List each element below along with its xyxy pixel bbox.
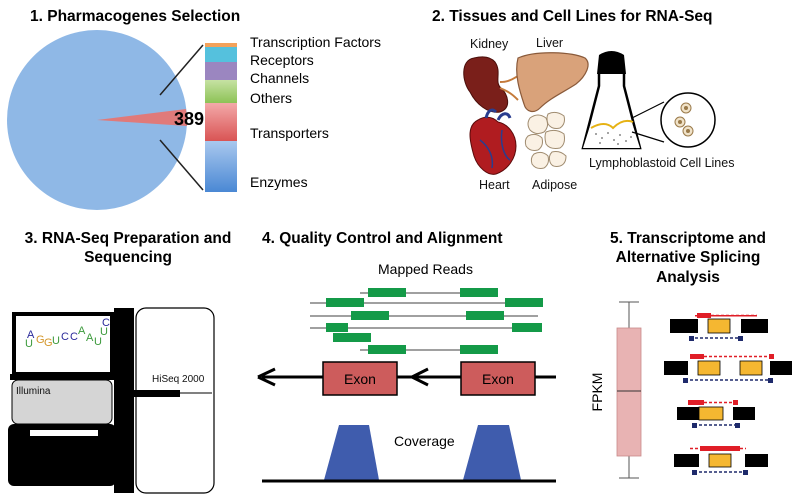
exon-label-1: Exon (344, 371, 376, 387)
read (460, 288, 498, 297)
svg-text:G: G (36, 334, 45, 346)
monitor-screen (12, 312, 114, 376)
splice-diagram-3 (677, 400, 755, 428)
svg-text:A: A (78, 325, 86, 337)
fpkm-boxplot (616, 301, 642, 479)
read (326, 298, 364, 307)
sequencer-base (8, 424, 116, 486)
panel5-title-line2: Alternative Splicing (616, 249, 761, 266)
bar-segment-others (205, 80, 237, 103)
arrow-left-icon (257, 367, 276, 387)
zoom-line-top (631, 101, 665, 119)
exon-box-2 (460, 361, 536, 396)
cell-lines-label: Lymphoblastoid Cell Lines (589, 156, 734, 170)
bar-segment-transcription-factors (205, 43, 237, 47)
liver-label: Liver (536, 36, 563, 50)
svg-text:A: A (27, 329, 35, 341)
svg-text:U: U (94, 336, 102, 348)
panel-tissues: 2. Tissues and Cell Lines for RNA-Seq Ki… (432, 8, 734, 192)
read (333, 333, 371, 342)
read (368, 288, 406, 297)
machine-label: HiSeq 2000 (152, 374, 205, 385)
bar-segment-receptors (205, 47, 237, 62)
read (466, 311, 504, 320)
read (505, 298, 543, 307)
svg-text:G: G (44, 337, 53, 349)
arrow-middle-icon (411, 367, 429, 387)
bar-segment-transporters (205, 103, 237, 141)
sequence-letters: U A G G U C C A A U U C (25, 317, 110, 350)
pie-chart (7, 30, 188, 210)
category-label-transporters: Transporters (250, 125, 329, 141)
category-label-receptors: Receptors (250, 52, 314, 68)
exon-label-2: Exon (482, 371, 514, 387)
read (326, 323, 348, 332)
adipose-label: Adipose (532, 178, 577, 192)
panel5-title-line1: 5. Transcriptome and (610, 230, 766, 247)
liver-icon (516, 52, 589, 113)
mapped-reads (310, 288, 543, 354)
gene-count: 389 (174, 109, 204, 129)
splice-diagram-2 (664, 354, 792, 383)
panel4-title: 4. Quality Control and Alignment (262, 230, 503, 247)
panel-pharmacogenes: 1. Pharmacogenes Selection 389 Transcrip… (7, 8, 381, 210)
category-label-channels: Channels (250, 70, 309, 86)
culture-flask-icon (581, 51, 642, 150)
svg-text:C: C (102, 317, 110, 329)
heart-icon (469, 108, 517, 175)
read (368, 345, 406, 354)
adipose-icon (524, 111, 567, 169)
exon-box-1 (322, 361, 398, 396)
svg-text:C: C (61, 331, 69, 343)
brand-label: Illumina (16, 386, 51, 397)
heart-label: Heart (479, 178, 510, 192)
kidney-icon (463, 56, 519, 113)
category-label-others: Others (250, 90, 292, 106)
sequencer-slot (30, 430, 98, 436)
panel1-title: 1. Pharmacogenes Selection (30, 8, 240, 25)
svg-text:A: A (86, 332, 94, 344)
svg-text:C: C (70, 331, 78, 343)
read (460, 345, 498, 354)
splice-diagram-1 (670, 313, 768, 341)
coverage-label: Coverage (394, 433, 455, 449)
bar-segment-channels (205, 62, 237, 80)
splice-diagram-4 (674, 446, 768, 475)
panel3-title-line1: 3. RNA-Seq Preparation and (25, 230, 232, 247)
connector-top (159, 44, 204, 96)
panel-sequencing: 3. RNA-Seq Preparation and Sequencing U … (8, 230, 232, 494)
hiseq-cabinet (135, 307, 215, 494)
hiseq-cable (132, 390, 180, 397)
sequencer-column (114, 308, 134, 493)
coverage-peak-1 (324, 425, 379, 480)
panel5-title-line3: Analysis (656, 269, 720, 286)
kidney-label: Kidney (470, 37, 509, 51)
zoom-line-bottom (631, 131, 665, 143)
pie-slice-pharmacogenes (97, 109, 188, 126)
bar-segment-enzymes (205, 141, 237, 192)
stacked-bar (205, 43, 237, 192)
read (512, 323, 542, 332)
panel-alignment: 4. Quality Control and Alignment Mapped … (257, 230, 556, 483)
cells-magnified-icon (660, 92, 716, 148)
connector-bottom (159, 139, 204, 191)
coverage-peak-2 (463, 425, 521, 480)
mapped-reads-label: Mapped Reads (378, 261, 473, 277)
panel3-title-line2: Sequencing (84, 249, 172, 266)
panel-splicing: 5. Transcriptome and Alternative Splicin… (589, 230, 792, 479)
svg-text:U: U (25, 338, 33, 350)
category-label-enzymes: Enzymes (250, 174, 308, 190)
svg-text:U: U (52, 335, 60, 347)
fpkm-axis-label: FPKM (589, 373, 605, 412)
category-label-transcription-factors: Transcription Factors (250, 34, 381, 50)
svg-text:U: U (100, 326, 108, 338)
read (351, 311, 389, 320)
monitor-base (10, 374, 116, 380)
panel2-title: 2. Tissues and Cell Lines for RNA-Seq (432, 8, 713, 25)
